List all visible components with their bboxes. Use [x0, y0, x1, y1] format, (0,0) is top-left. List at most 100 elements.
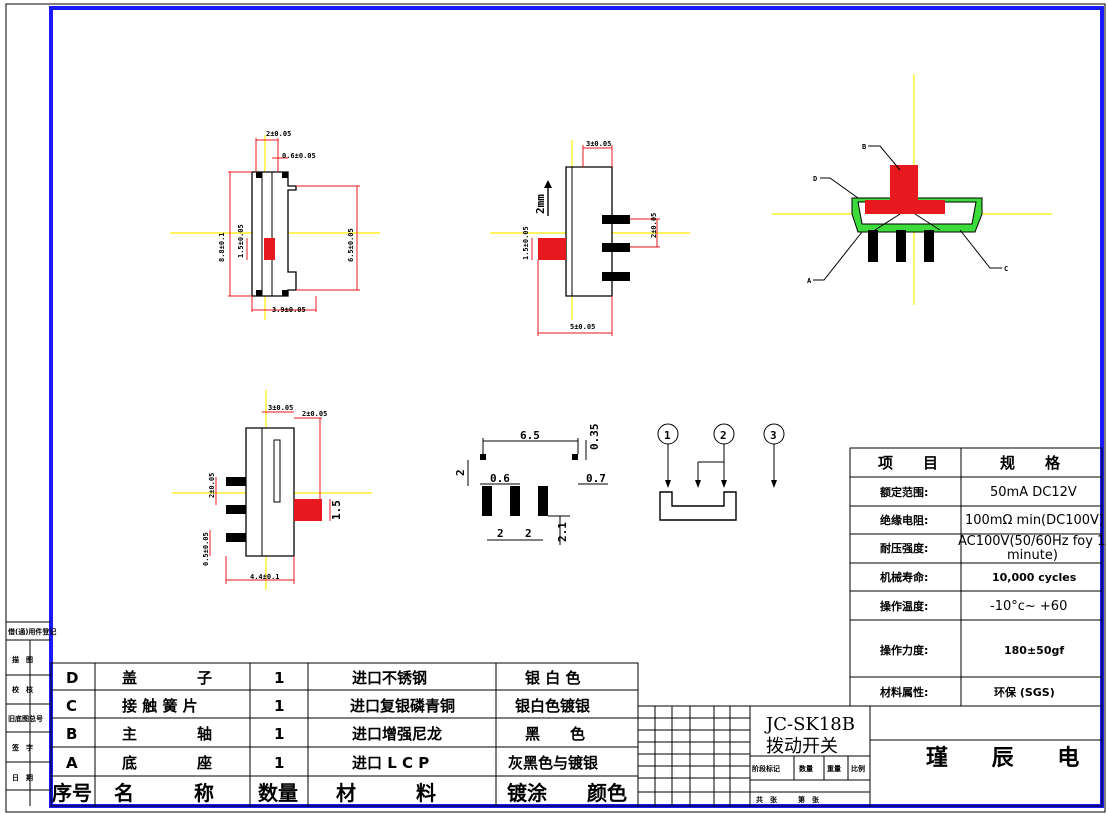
bom-name-2: 主 轴 — [122, 725, 212, 743]
tb-col-2: 重量 — [827, 764, 841, 773]
side-label-3: 旧底图总号 — [8, 714, 43, 723]
scale-label: 2mm — [534, 194, 547, 214]
spec-value-6: 环保 (SGS) — [994, 685, 1055, 699]
bom-fin-2: 黑 色 — [525, 725, 585, 743]
bom-mat-0: 进口不锈钢 — [352, 669, 427, 687]
view-bottom: 3±0.05 2±0.05 2±0.05 0.5±0.05 1.5 4.4±0.… — [172, 390, 372, 590]
spec-value-5: 180±50gf — [1004, 644, 1064, 657]
side-label-1: 描 图 — [12, 655, 33, 664]
spec-value-0: 50mA DC12V — [990, 485, 1077, 500]
dim-pcb-p1: 2 — [497, 527, 504, 540]
bom-header-name: 名 称 — [114, 781, 214, 805]
part-number: JC-SK18B — [764, 714, 855, 735]
dim-mid-top: 3±0.05 — [586, 140, 611, 148]
tb-pages: 共 张 第 张 — [756, 795, 820, 804]
spec-item-3: 机械寿命: — [880, 570, 928, 584]
bom-name-3: 底 座 — [122, 754, 212, 772]
bom-mat-2: 进口增强尼龙 — [352, 725, 442, 743]
view-side: 2±0.05 0.6±0.05 8.8±0.1 1.5±0.05 6.5±0.0… — [170, 130, 380, 320]
bom-name-0: 盖 子 — [122, 669, 212, 687]
spec-value-3: 10,000 cycles — [992, 571, 1077, 584]
dim-height: 8.8±0.1 — [218, 232, 226, 262]
bom-code-0: D — [66, 669, 78, 687]
dim-pitch: 2±0.05 — [650, 213, 658, 238]
spec-item-5: 操作力度: — [880, 643, 928, 657]
label-a: A — [807, 277, 812, 285]
dim-pcb-pad-w: 0.35 — [588, 424, 601, 451]
bom-header-code: 序号 — [52, 781, 92, 805]
spec-value-4: -10°c~ +60 — [990, 599, 1067, 614]
part-name: 拨动开关 — [766, 736, 838, 757]
spec-header-item: 项 目 — [878, 454, 938, 472]
bom-code-2: B — [66, 725, 77, 743]
view-pcb-footprint: 6.5 0.35 2 0.6 0.7 2 2 2.1 — [454, 424, 608, 545]
title-block: JC-SK18B 拨动开关 阶段标记 数量 重量 比例 共 张 第 张 瑾 辰 … — [637, 705, 1107, 807]
spec-value-2b: minute) — [1007, 548, 1058, 563]
dim-base-w: 3.9±0.05 — [272, 306, 306, 314]
spec-value-2: AC100V(50/60Hz foy 1 — [958, 534, 1105, 549]
view-front: 3±0.05 2mm 2±0.05 1.5±0.05 5±0.05 — [490, 140, 690, 336]
dim-lb-pin: 0.5±0.05 — [202, 532, 210, 566]
dim-side-h: 6.5±0.05 — [347, 228, 355, 262]
dim-lb-top2: 2±0.05 — [302, 410, 327, 418]
side-label-2: 校 核 — [12, 685, 33, 694]
bom-header-qty: 数量 — [258, 781, 298, 805]
dim-lb-pitch: 2±0.05 — [208, 473, 216, 498]
view-section: B D A C — [772, 74, 1052, 305]
actuator-highlight — [264, 238, 275, 260]
side-label-5: 日 期 — [12, 773, 33, 782]
dim-pcb-pin: 0.6 — [490, 472, 510, 485]
bom-fin-1: 银白色镀银 — [515, 697, 591, 715]
dim-pin-w: 0.6±0.05 — [282, 152, 316, 160]
dim-pcb-len: 2.1 — [556, 522, 569, 542]
company-name: 瑾 辰 电 子 — [926, 746, 1107, 771]
bom-qty-3: 1 — [274, 754, 284, 772]
dim-pcb-p2: 2 — [525, 527, 532, 540]
tb-col-1: 数量 — [799, 764, 813, 773]
dim-height2: 1.5±0.05 — [237, 224, 245, 258]
spec-item-6: 材料属性: — [880, 685, 928, 699]
dim-knob-h: 1.5±0.05 — [522, 226, 530, 260]
dim-pcb-span: 6.5 — [520, 429, 540, 442]
dim-lb-knob: 1.5 — [330, 500, 343, 520]
knob-highlight — [538, 238, 566, 260]
spec-value-1: 100mΩ min(DC100V) — [965, 513, 1104, 528]
dim-lb-top: 3±0.05 — [268, 404, 293, 412]
spec-item-2: 耐压强度: — [880, 541, 928, 555]
bom-fin-0: 银 白 色 — [525, 669, 580, 687]
spec-table: 项 目 规 格 额定范围: 50mA DC12V 绝缘电阻: 100mΩ min… — [849, 447, 1105, 707]
dim-lb-base: 4.4±0.1 — [250, 573, 280, 581]
side-label-4: 签 字 — [11, 743, 33, 752]
bom-mat-3: 进口 L C P — [352, 754, 429, 772]
lb-knob-highlight — [294, 499, 322, 521]
label-b: B — [862, 143, 866, 151]
bom-qty-0: 1 — [274, 669, 284, 687]
dim-top-w: 2±0.05 — [266, 130, 291, 138]
pin-2: 2 — [720, 429, 727, 442]
dim-pcb-pad-h: 2 — [454, 469, 467, 476]
tb-col-3: 比例 — [851, 764, 865, 773]
left-sign-strip: 借(通)用件登记 描 图 校 核 旧底图总号 签 字 日 期 — [6, 621, 56, 806]
side-label-0: 借(通)用件登记 — [7, 627, 56, 636]
bom-name-1: 接 触 簧 片 — [122, 697, 198, 715]
pin-3: 3 — [770, 429, 777, 442]
label-c: C — [1004, 265, 1008, 273]
label-d: D — [813, 175, 817, 183]
spec-item-1: 绝缘电阻: — [880, 513, 928, 527]
bom-table: D 盖 子 1 进口不锈钢 银 白 色 C 接 触 簧 片 1 进口复银磷青铜 … — [50, 662, 639, 807]
bom-fin-3: 灰黑色与镀银 — [508, 754, 599, 772]
bom-qty-2: 1 — [274, 725, 284, 743]
view-circuit: 1 2 3 — [657, 423, 785, 521]
shaft-highlight — [890, 165, 918, 205]
bom-code-3: A — [66, 754, 78, 772]
bom-mat-1: 进口复银磷青铜 — [350, 697, 455, 715]
tb-col-0: 阶段标记 — [752, 764, 780, 773]
dim-mid-base: 5±0.05 — [570, 323, 595, 331]
pin-1: 1 — [664, 429, 671, 442]
outer-sheet-border — [5, 3, 1106, 813]
spec-header-spec: 规 格 — [1000, 454, 1061, 472]
dim-pcb-offset: 0.7 — [586, 472, 606, 485]
bom-code-1: C — [66, 697, 77, 715]
bom-header-finish: 镀涂 颜色 — [507, 781, 627, 805]
